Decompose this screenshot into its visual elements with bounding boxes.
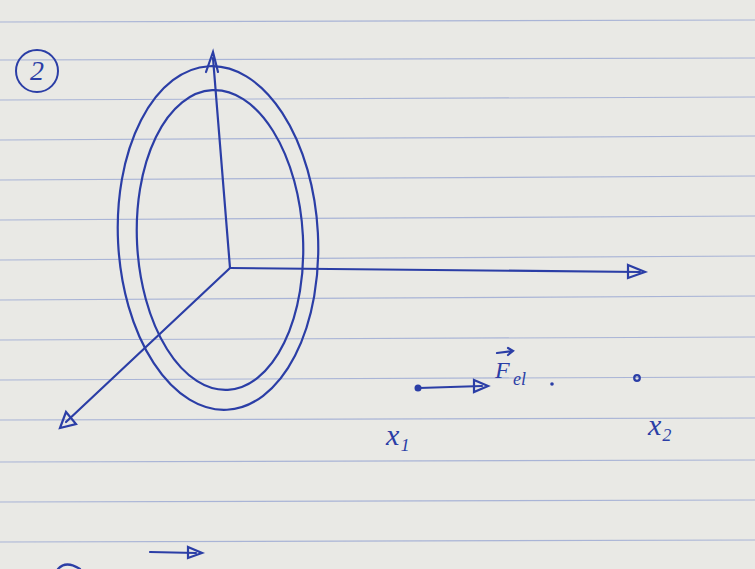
point-label: x₁ bbox=[386, 420, 410, 450]
force-vector bbox=[419, 386, 482, 388]
force-subscript: el bbox=[513, 370, 526, 388]
vector-arrow-symbol bbox=[497, 348, 513, 355]
point-x1 bbox=[415, 385, 422, 392]
force-symbol: F bbox=[495, 358, 510, 382]
axis-arrowhead bbox=[628, 265, 645, 278]
axis-arrowhead bbox=[60, 412, 76, 428]
y-axis bbox=[230, 268, 640, 272]
point-label: x₂ bbox=[648, 410, 672, 440]
force-arrowhead bbox=[474, 380, 488, 392]
point-x2 bbox=[634, 375, 640, 381]
axis-arrowhead bbox=[206, 52, 218, 72]
circled-number: 2 bbox=[14, 48, 60, 94]
number-text: 2 bbox=[14, 57, 60, 85]
ruled-lines bbox=[0, 20, 755, 542]
partial-arrowhead bbox=[188, 547, 202, 558]
period-dot bbox=[550, 382, 554, 386]
x-axis bbox=[66, 268, 230, 422]
partial-stroke bbox=[58, 565, 80, 569]
z-axis bbox=[213, 58, 230, 268]
